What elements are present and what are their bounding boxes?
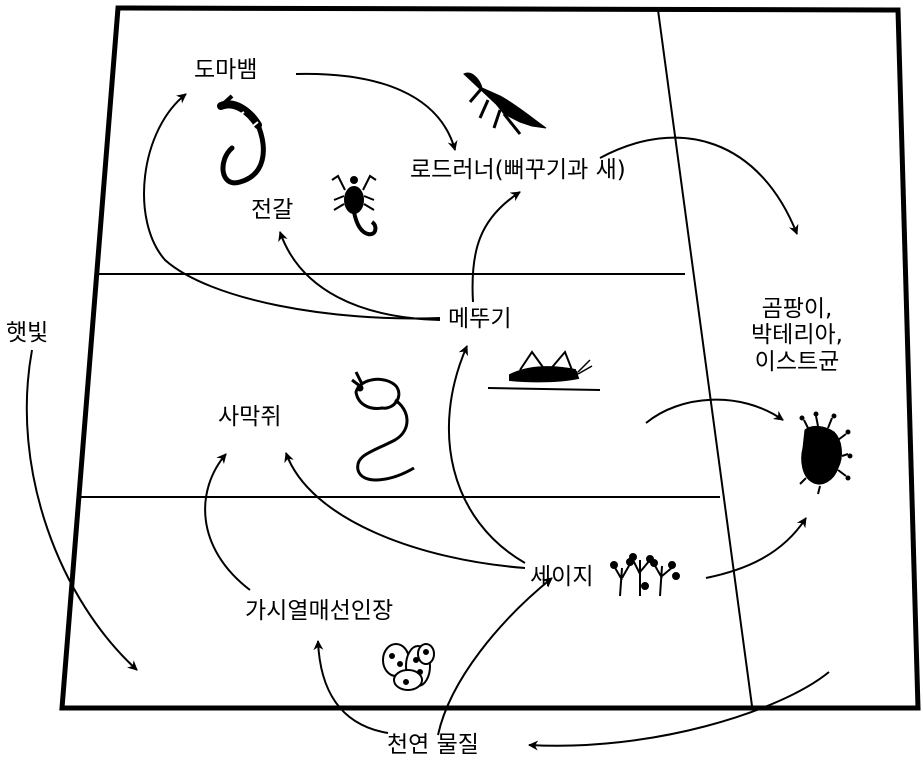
- arrow-nutrients-to-cactus: [313, 640, 389, 734]
- grasshopper-icon: [487, 350, 601, 391]
- arrow-roadrunner-to-decomposers: [599, 136, 799, 235]
- label-scorpion: 전갈: [251, 197, 294, 223]
- arrow-sage-to-decomposers: [705, 517, 807, 579]
- sage-bush-icon: [610, 553, 680, 597]
- label-kingsnake: 도마뱀: [194, 57, 258, 83]
- label-decomposers-bacteria: 박테리아,: [751, 322, 843, 349]
- arrow-nutrients-to-sage: [437, 577, 553, 736]
- label-grasshopper: 메뚜기: [448, 306, 512, 332]
- cactus-icon: [382, 643, 435, 691]
- kangaroo-rat-icon: [351, 371, 415, 482]
- label-decomposers-yeast: 이스트균: [754, 348, 840, 375]
- label-cactus: 가시열매선인장: [245, 598, 394, 624]
- decomposer-icon: [799, 411, 853, 495]
- label-sunlight: 햇빛: [6, 320, 49, 346]
- roadrunner-icon: [463, 72, 547, 135]
- arrow-cactus-to-rat: [204, 453, 251, 591]
- arrow-sage-to-rat: [284, 452, 526, 569]
- label-decomposers: 곰팡이, 박테리아, 이스트균: [751, 296, 843, 375]
- arrow-grasshopper-to-roadrunner: [471, 191, 521, 303]
- label-nutrients: 천연 물질: [387, 732, 479, 758]
- label-kangaroo-rat: 사막쥐: [218, 404, 282, 430]
- ecosystem-frame: [59, 5, 921, 711]
- arrow-grasshopper-to-scorpion: [278, 231, 441, 321]
- label-sage: 세이지: [530, 564, 594, 590]
- scorpion-icon: [331, 174, 378, 237]
- arrow-grasshopper-to-snake: [143, 93, 441, 320]
- arrow-decomposers-to-nutrients: [528, 671, 830, 751]
- arrow-sage-to-grasshopper: [448, 345, 526, 564]
- decomposer-divider: [657, 9, 753, 707]
- label-roadrunner: 로드러너(뻐꾸기과 새): [410, 157, 626, 183]
- arrow-sunlight-to-ecosystem: [25, 349, 138, 671]
- label-decomposers-fungi: 곰팡이,: [761, 296, 833, 322]
- snake-icon: [217, 94, 266, 186]
- arrow-rat-to-decomposers: [645, 398, 784, 424]
- arrow-snake-to-roadrunner: [295, 72, 458, 151]
